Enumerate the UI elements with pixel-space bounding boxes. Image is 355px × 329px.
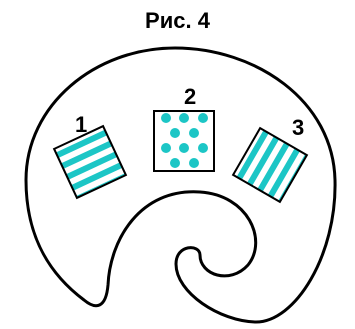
label-2: 2 — [184, 84, 196, 109]
curled-outline-shape — [24, 46, 337, 324]
square-1-striped — [52, 124, 128, 200]
square-2-dotted — [153, 110, 215, 172]
figure-title: Рис. 4 — [145, 8, 210, 33]
label-3: 3 — [292, 115, 304, 140]
label-1: 1 — [75, 112, 87, 137]
